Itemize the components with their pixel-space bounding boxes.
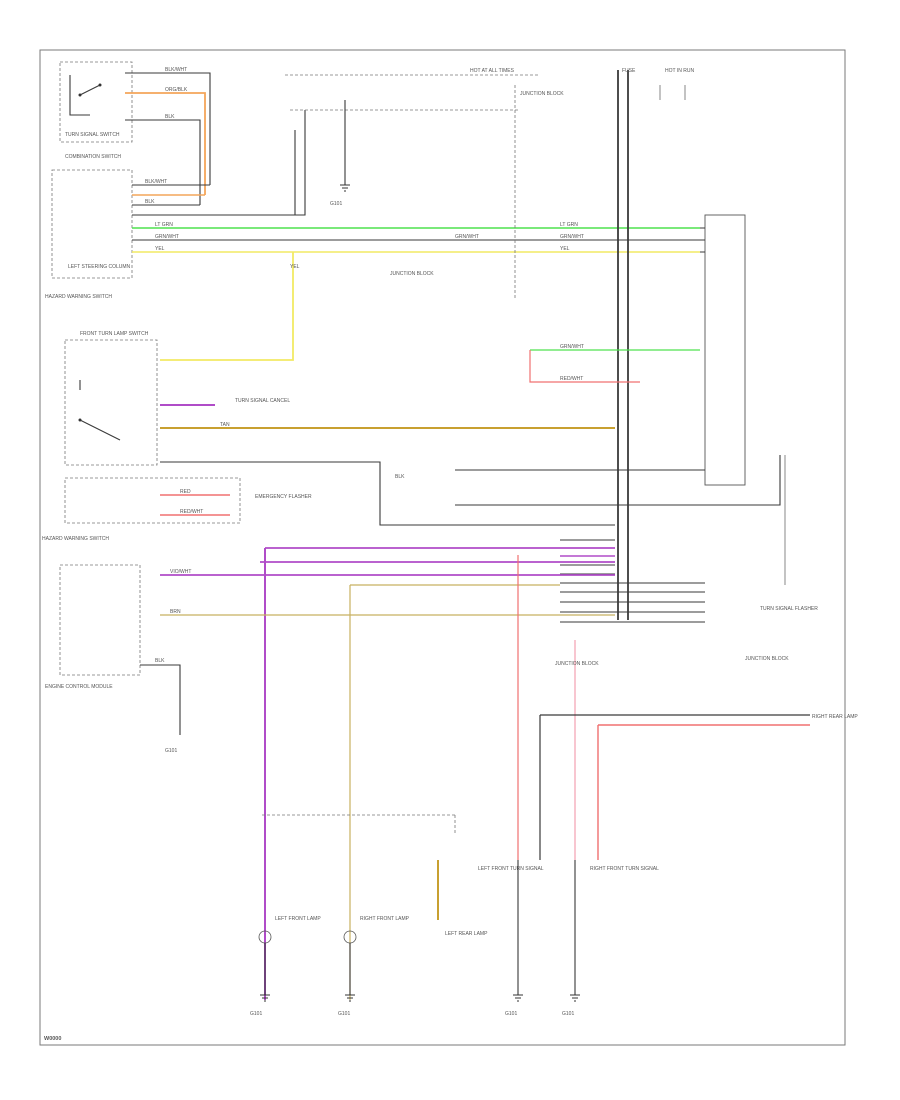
turn-signal-switch-label: TURN SIGNAL SWITCH [65,132,120,138]
ground-lf-label: G101 [250,1011,262,1017]
junction-block-top: JUNCTION BLOCK JUNCTION BLOCK [390,85,564,300]
wire-red-mid: RED/WHT [560,376,583,382]
fuse-label: FUSE [622,68,636,74]
wire-lt-grn-a: LT GRN [155,222,173,228]
emergency-flasher-label: EMERGENCY FLASHER [255,494,312,500]
hazard-warning-switch-label: HAZARD WARNING SWITCH [45,294,112,300]
tan-stub-group: LEFT REAR LAMP [437,860,488,937]
wire-grn-wht-c: GRN/WHT [455,234,479,240]
ground-rfts-label: G101 [562,1011,574,1017]
hot-at-all-times-label: HOT AT ALL TIMES [470,68,515,74]
connector-stack [560,539,705,623]
engine-control-module-label: ENGINE CONTROL MODULE [45,684,113,690]
junction-block-label-3: JUNCTION BLOCK [555,661,599,667]
wire-blk-wht-a: BLK/WHT [145,179,167,185]
wire-grn-wht-b: GRN/WHT [560,234,584,240]
wire-blk-wht-top: BLK/WHT [165,67,187,73]
turn-signal-flasher-box [704,214,746,486]
left-front-lamp-label: LEFT FRONT LAMP [275,916,321,922]
front-turn-lamp-switch-label: FRONT TURN LAMP SWITCH [80,331,149,337]
right-front-lamp-label: RIGHT FRONT LAMP [360,916,410,922]
right-front-turn-signal-group: RIGHT FRONT TURN SIGNAL G101 [562,860,659,1017]
front-turn-lamp-switch-group: FRONT TURN LAMP SWITCH [64,331,158,466]
ground-ecm-label: G101 [165,748,177,754]
wire-red-wht-a: RED/WHT [180,509,203,515]
turn-signal-cancel-label: TURN SIGNAL CANCEL [235,398,290,404]
wire-blk-mid: BLK [395,474,405,480]
junction-block-label: JUNCTION BLOCK [520,91,564,97]
left-front-turn-signal-label: LEFT FRONT TURN SIGNAL [478,866,544,872]
left-front-lamp-group: LEFT FRONT LAMP G101 [250,916,321,1017]
emergency-flasher-group: EMERGENCY FLASHER RED RED/WHT [64,477,312,524]
wire-grn-mid: GRN/WHT [560,344,584,350]
right-front-lamp-group: RIGHT FRONT LAMP G101 [338,916,410,1017]
wire-lt-grn-b: LT GRN [560,222,578,228]
wire-brn-a: BRN [170,609,181,615]
left-front-turn-signal-group: LEFT FRONT TURN SIGNAL G101 [478,860,544,1017]
turn-signal-switch-group: TURN SIGNAL SWITCH COMBINATION SWITCH [59,61,133,160]
combination-switch-label: COMBINATION SWITCH [65,154,121,160]
wire-blk-top: BLK [165,114,175,120]
right-rear-lamp-arrow-label: RIGHT REAR LAMP [812,714,858,720]
turn-signal-flasher-label: TURN SIGNAL FLASHER [760,606,818,612]
wire-blk-a: BLK [145,199,155,205]
ground-rf-label: G101 [338,1011,350,1017]
left-rear-lamp-label: LEFT REAR LAMP [445,931,488,937]
hot-in-run-label: HOT IN RUN [665,68,694,74]
ground-lfts-label: G101 [505,1011,517,1017]
wire-grn-wht-a: GRN/WHT [155,234,179,240]
diagram-footer-code: W0000 [44,1036,61,1042]
junction-block-label-2: JUNCTION BLOCK [390,271,434,277]
left-steering-column-label: LEFT STEERING COLUMN [68,264,131,270]
diagram-border [39,49,846,1046]
wire-yel-b: YEL [560,246,570,252]
wire-org-blk-top: ORG/BLK [165,87,188,93]
wire-red-a: RED [180,489,191,495]
right-front-turn-signal-label: RIGHT FRONT TURN SIGNAL [590,866,659,872]
engine-control-module-group: ENGINE CONTROL MODULE BLK G101 [45,564,181,754]
wire-yel-a: YEL [155,246,165,252]
wire-blk-ecm: BLK [155,658,165,664]
wire-tan-mid: TAN [220,422,230,428]
hazard-warning-switch-label-2: HAZARD WARNING SWITCH [42,536,109,542]
wire-vio-wht-a: VIO/WHT [170,569,191,575]
left-steering-column-group: LEFT STEERING COLUMN HAZARD WARNING SWIT… [45,169,133,300]
wire-yel-drop: YEL [290,264,300,270]
junction-block-label-4: JUNCTION BLOCK [745,656,789,662]
ground-top-label: G101 [330,201,342,207]
